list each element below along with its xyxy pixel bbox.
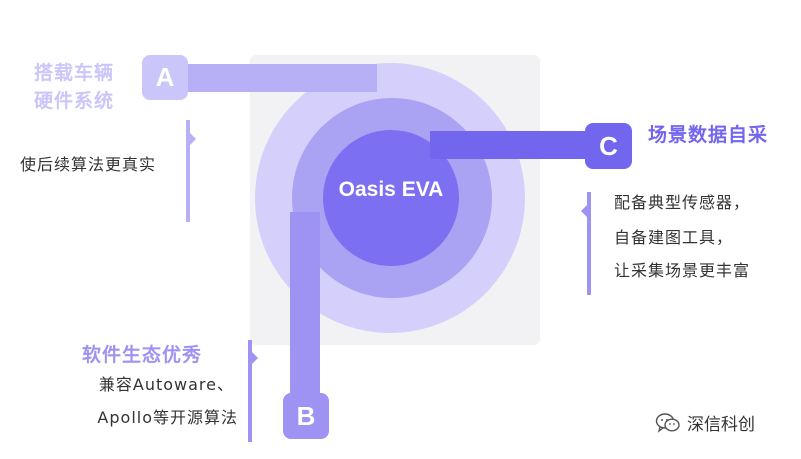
- item-b-title: 软件生态优秀: [82, 344, 203, 366]
- item-b-desc-line2: Apollo等开源算法: [97, 408, 238, 427]
- item-c-desc-line1: 配备典型传感器，: [614, 193, 751, 212]
- item-a-desc-line1: 使后续算法更真实: [20, 155, 157, 174]
- item-c-desc-line3: 让采集场景更丰富: [614, 261, 751, 280]
- item-b-desc-line1: 兼容Autoware、: [98, 375, 234, 394]
- item-a-title-line1: 搭载车辆: [34, 62, 115, 84]
- connector-bar-c: [430, 131, 595, 159]
- item-b-notch: [252, 352, 258, 364]
- connector-bar-b: [290, 212, 320, 407]
- item-b-divider: [248, 340, 252, 442]
- center-label: Oasis EVA: [338, 178, 444, 201]
- item-a-title-line2: 硬件系统: [34, 90, 115, 112]
- item-a-notch: [190, 133, 196, 145]
- item-a-divider: [186, 120, 190, 222]
- item-c-notch: [581, 205, 587, 217]
- item-c-divider: [587, 192, 591, 295]
- watermark: 深信科创: [655, 410, 755, 435]
- badge-c: C: [585, 123, 632, 169]
- wechat-icon: [655, 412, 681, 434]
- item-c-desc-line2: 自备建图工具，: [614, 228, 734, 247]
- item-c-title: 场景数据自采: [648, 124, 769, 146]
- connector-bar-a: [182, 64, 377, 92]
- watermark-text: 深信科创: [687, 415, 755, 435]
- badge-b: B: [283, 393, 329, 439]
- badge-a: A: [142, 55, 188, 100]
